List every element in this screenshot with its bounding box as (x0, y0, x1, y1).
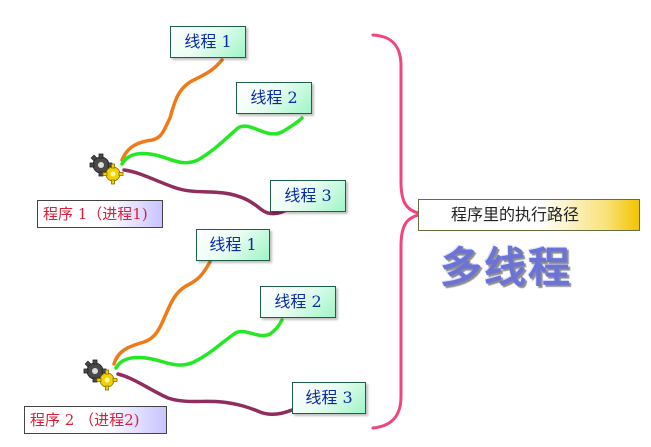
process2-thread1-line (112, 260, 212, 366)
process2-thread1-box: 线程 1 (196, 229, 270, 261)
process2-thread3-line (116, 372, 294, 416)
process1-thread3-box: 线程 3 (270, 180, 346, 212)
process2-thread2-line (114, 318, 284, 370)
gears-icon (83, 359, 118, 391)
process2-thread3-box: 线程 3 (292, 382, 366, 414)
process2-label: 程序 2 （进程2) (24, 406, 167, 434)
process1-label: 程序 1（进程1) (37, 200, 163, 228)
curly-brace (371, 33, 425, 430)
execution-path-label: 程序里的执行路径 (418, 199, 640, 231)
process1-thread1-line (120, 58, 224, 162)
multithreading-title: 多线程 (440, 243, 573, 292)
process1-thread2-line (120, 116, 304, 166)
process1-thread1-box: 线程 1 (170, 26, 246, 58)
gears-icon (89, 153, 124, 185)
process1-thread2-box: 线程 2 (236, 82, 312, 114)
process2-thread2-box: 线程 2 (260, 286, 336, 318)
process1-thread3-line (122, 168, 292, 216)
